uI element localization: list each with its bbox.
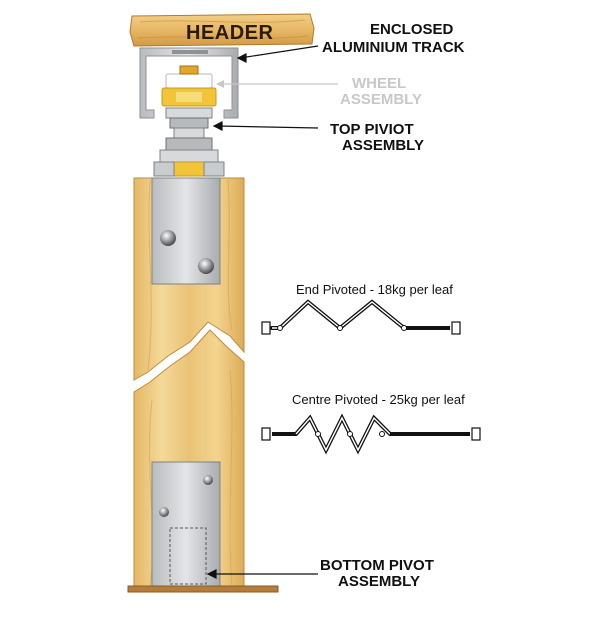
top-pivot-label-2: ASSEMBLY: [342, 137, 424, 154]
wheel-label-2: ASSEMBLY: [340, 91, 422, 108]
end-pivoted-caption: End Pivoted - 18kg per leaf: [296, 282, 453, 297]
end-pivoted-diagram: [261, 299, 461, 335]
header-label: HEADER: [186, 22, 274, 44]
top-pivot-assembly: [153, 107, 225, 177]
screw-icon: [198, 258, 214, 274]
bottom-pivot-plate: [127, 461, 279, 593]
screw-icon: [160, 230, 176, 246]
wheel-label-1: WHEEL: [352, 75, 406, 92]
track-label-2: ALUMINIUM TRACK: [322, 39, 465, 56]
bottom-pivot-label-1: BOTTOM PIVOT: [320, 557, 434, 574]
top-pivot-label-1: TOP PIVIOT: [330, 121, 414, 138]
leader-lines: [206, 45, 319, 579]
screw-icon: [203, 475, 213, 485]
wheel-assembly: [161, 65, 217, 107]
header-beam: HEADER: [129, 13, 315, 47]
centre-pivoted-caption: Centre Pivoted - 25kg per leaf: [292, 392, 465, 407]
bottom-pivot-label-2: ASSEMBLY: [338, 573, 420, 590]
wheel-leader: [216, 80, 338, 88]
top-pivot-plate: [151, 177, 221, 285]
aluminium-track: [139, 47, 239, 119]
centre-pivoted-diagram: [261, 413, 481, 455]
screw-icon: [159, 507, 169, 517]
track-label-1: ENCLOSED: [370, 21, 454, 38]
